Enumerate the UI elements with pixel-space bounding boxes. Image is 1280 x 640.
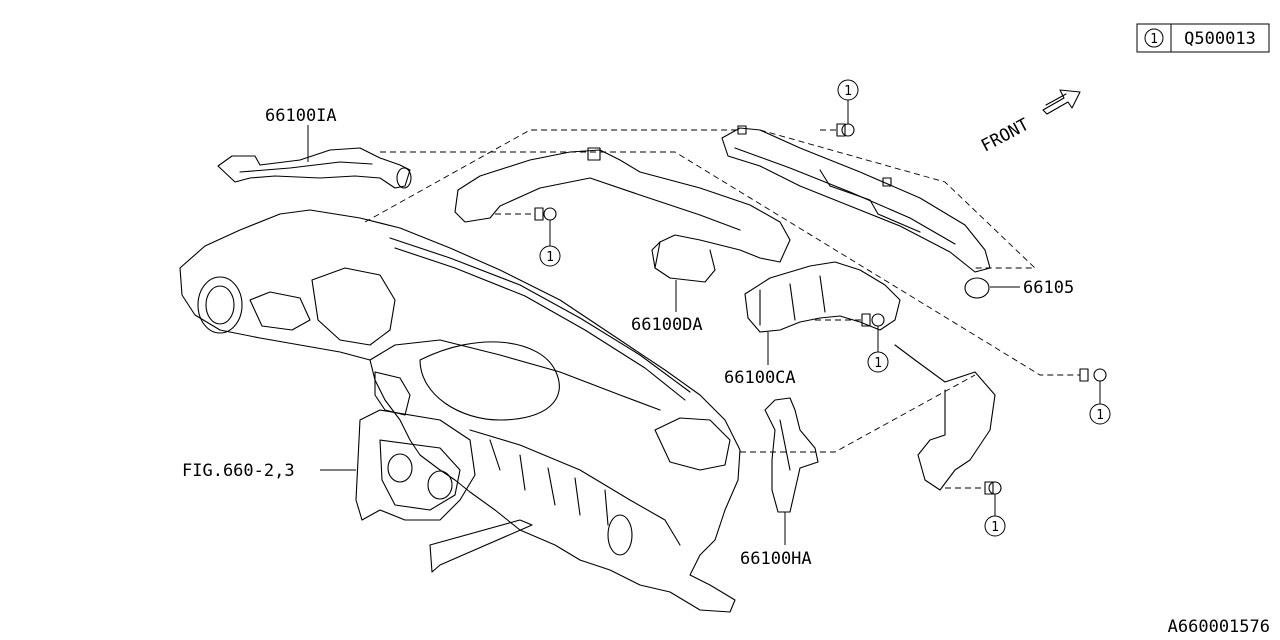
svg-text:1: 1 <box>991 520 999 535</box>
front-label: FRONT <box>978 115 1033 157</box>
duct-66100ca[interactable] <box>744 261 996 491</box>
center-console[interactable] <box>355 371 476 521</box>
label-fig-ref: FIG.660-2,3 <box>182 461 295 481</box>
duct-66100da[interactable] <box>454 147 791 283</box>
legend-callout-number: 1 <box>1150 32 1158 47</box>
screw-2[interactable] <box>534 207 557 221</box>
front-direction-arrow: FRONT <box>978 89 1081 157</box>
screw-5[interactable] <box>984 481 1002 495</box>
label-66100ca: 66100CA <box>724 368 796 388</box>
diagram-id: A660001576 <box>1168 617 1270 637</box>
label-66105: 66105 <box>1023 278 1074 298</box>
duct-66100ia[interactable] <box>217 147 412 189</box>
callout-1-top: 1 <box>837 79 859 124</box>
callout-1-ca: 1 <box>867 326 889 373</box>
instrument-panel[interactable] <box>179 209 741 613</box>
callout-1-lower: 1 <box>984 494 1006 537</box>
assembly-guide-lines <box>364 129 1080 489</box>
screw-1[interactable] <box>836 123 855 137</box>
callout-1-right: 1 <box>1089 381 1111 425</box>
nozzle-66105[interactable] <box>721 125 991 299</box>
label-66100ia: 66100IA <box>265 106 337 126</box>
legend-part-number: Q500013 <box>1184 29 1256 49</box>
legend-box: 1 Q500013 <box>1136 23 1270 53</box>
label-66100da: 66100DA <box>631 315 703 335</box>
svg-text:1: 1 <box>874 356 882 371</box>
svg-text:1: 1 <box>1096 408 1104 423</box>
svg-text:1: 1 <box>844 84 852 99</box>
svg-text:1: 1 <box>546 250 554 265</box>
screw-4[interactable] <box>1079 368 1107 382</box>
callout-1-center: 1 <box>539 220 561 267</box>
duct-66100ha[interactable] <box>764 397 819 513</box>
label-leaders <box>307 125 1020 545</box>
label-66100ha: 66100HA <box>740 549 812 569</box>
